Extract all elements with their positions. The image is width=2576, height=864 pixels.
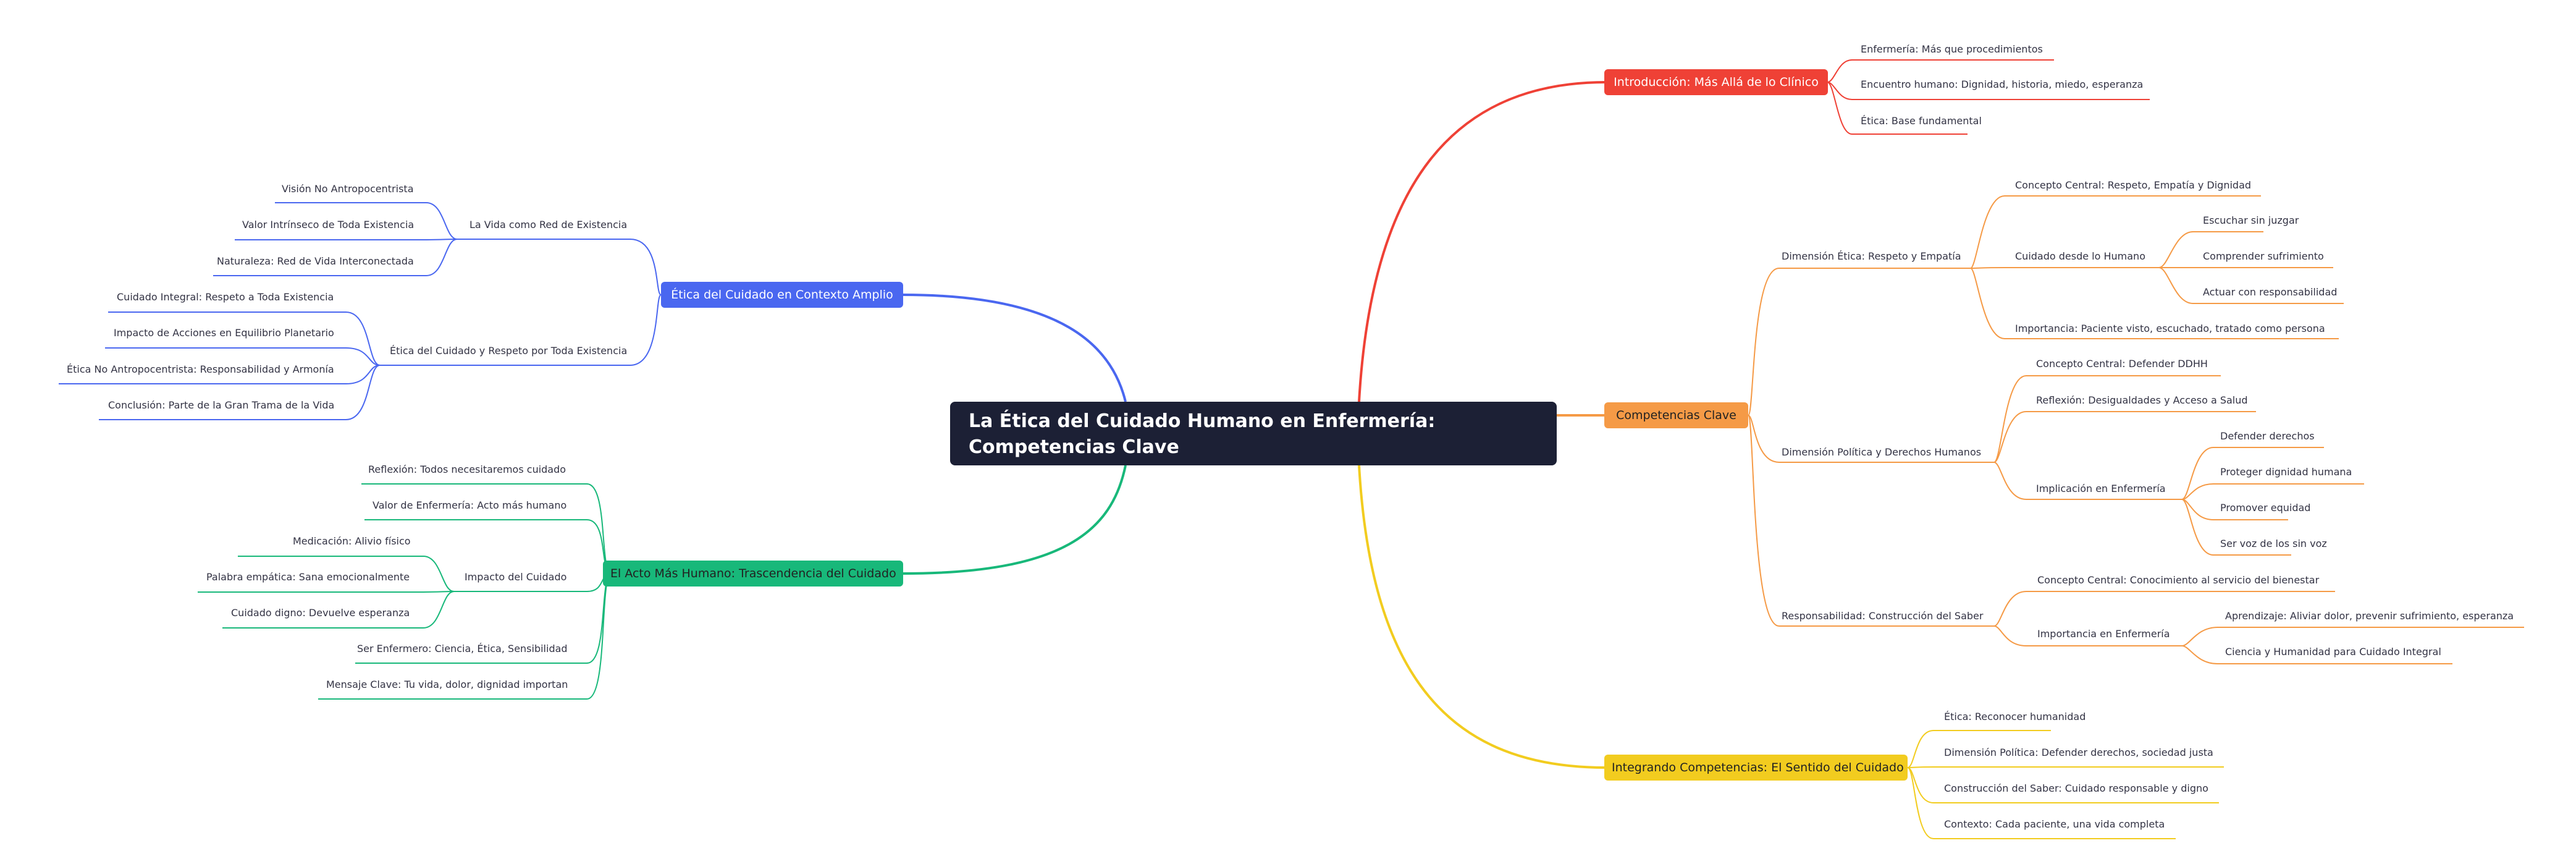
leaf-acto-mensaje[interactable]: Mensaje Clave: Tu vida, dolor, dignidad … bbox=[326, 679, 568, 690]
node-saber-importancia[interactable]: Importancia en Enfermería bbox=[2037, 628, 2170, 640]
leaf-cuidado-3[interactable]: Actuar con responsabilidad bbox=[2203, 286, 2338, 298]
root-topic[interactable]: La Ética del Cuidado Humano en Enfermerí… bbox=[950, 402, 1557, 465]
leaf-intro-2[interactable]: Encuentro humano: Dignidad, historia, mi… bbox=[1861, 78, 2144, 90]
leaf-acto-ser[interactable]: Ser Enfermero: Ciencia, Ética, Sensibili… bbox=[357, 643, 568, 654]
node-vida-red[interactable]: La Vida como Red de Existencia bbox=[469, 219, 628, 231]
leaf-intro-1[interactable]: Enfermería: Más que procedimientos bbox=[1861, 43, 2043, 55]
leaf-integrando-1[interactable]: Ética: Reconocer humanidad bbox=[1944, 711, 2086, 722]
leaf-acto-valor[interactable]: Valor de Enfermería: Acto más humano bbox=[373, 499, 567, 511]
leaf-red-2[interactable]: Valor Intrínseco de Toda Existencia bbox=[242, 219, 415, 231]
leaf-saber-1[interactable]: Aprendizaje: Aliviar dolor, prevenir suf… bbox=[2225, 610, 2514, 622]
leaf-cuidado-1[interactable]: Escuchar sin juzgar bbox=[2203, 214, 2299, 226]
leaf-cuidado-2[interactable]: Comprender sufrimiento bbox=[2203, 250, 2324, 262]
leaf-red-3[interactable]: Naturaleza: Red de Vida Interconectada bbox=[217, 255, 414, 267]
leaf-respeto-2[interactable]: Impacto de Acciones en Equilibrio Planet… bbox=[114, 327, 334, 339]
leaf-impacto-3[interactable]: Cuidado digno: Devuelve esperanza bbox=[231, 607, 410, 619]
branch-competencias[interactable]: Competencias Clave bbox=[1604, 402, 1748, 428]
leaf-politica-concepto[interactable]: Concepto Central: Defender DDHH bbox=[2036, 358, 2208, 370]
leaf-respeto-1[interactable]: Cuidado Integral: Respeto a Toda Existen… bbox=[117, 291, 334, 303]
leaf-impacto-1[interactable]: Medicación: Alivio físico bbox=[293, 535, 411, 547]
branch-acto-humano[interactable]: El Acto Más Humano: Trascendencia del Cu… bbox=[603, 561, 903, 587]
node-dimension-politica[interactable]: Dimensión Política y Derechos Humanos bbox=[1782, 446, 1982, 458]
node-impacto-cuidado[interactable]: Impacto del Cuidado bbox=[465, 571, 567, 583]
branch-introduccion[interactable]: Introducción: Más Allá de lo Clínico bbox=[1604, 69, 1828, 95]
leaf-implicacion-2[interactable]: Proteger dignidad humana bbox=[2220, 466, 2352, 478]
node-respeto-existencia[interactable]: Ética del Cuidado y Respeto por Toda Exi… bbox=[390, 345, 628, 357]
leaf-implicacion-1[interactable]: Defender derechos bbox=[2220, 430, 2315, 442]
leaf-implicacion-3[interactable]: Promover equidad bbox=[2220, 502, 2311, 514]
leaf-respeto-4[interactable]: Conclusión: Parte de la Gran Trama de la… bbox=[108, 399, 335, 411]
leaf-politica-reflexion[interactable]: Reflexión: Desigualdades y Acceso a Salu… bbox=[2036, 394, 2248, 406]
leaf-integrando-2[interactable]: Dimensión Política: Defender derechos, s… bbox=[1944, 747, 2213, 758]
leaf-intro-3[interactable]: Ética: Base fundamental bbox=[1861, 115, 1982, 127]
leaf-etica-concepto[interactable]: Concepto Central: Respeto, Empatía y Dig… bbox=[2015, 179, 2252, 191]
leaf-respeto-3[interactable]: Ética No Antropocentrista: Responsabilid… bbox=[67, 363, 334, 375]
branch-integrando[interactable]: Integrando Competencias: El Sentido del … bbox=[1604, 755, 1908, 781]
node-cuidado-humano[interactable]: Cuidado desde lo Humano bbox=[2015, 250, 2145, 262]
leaf-integrando-3[interactable]: Construcción del Saber: Cuidado responsa… bbox=[1944, 782, 2208, 794]
node-dimension-etica[interactable]: Dimensión Ética: Respeto y Empatía bbox=[1782, 250, 1961, 262]
leaf-saber-concepto[interactable]: Concepto Central: Conocimiento al servic… bbox=[2037, 574, 2320, 586]
leaf-saber-2[interactable]: Ciencia y Humanidad para Cuidado Integra… bbox=[2225, 646, 2441, 658]
leaf-red-1[interactable]: Visión No Antropocentrista bbox=[282, 183, 414, 195]
leaf-etica-importancia[interactable]: Importancia: Paciente visto, escuchado, … bbox=[2015, 323, 2325, 334]
leaf-acto-reflexion[interactable]: Reflexión: Todos necesitaremos cuidado bbox=[368, 464, 566, 475]
leaf-impacto-2[interactable]: Palabra empática: Sana emocionalmente bbox=[206, 571, 410, 583]
branch-contexto-amplio[interactable]: Ética del Cuidado en Contexto Amplio bbox=[661, 282, 903, 308]
node-construccion-saber[interactable]: Responsabilidad: Construcción del Saber bbox=[1782, 610, 1984, 622]
leaf-implicacion-4[interactable]: Ser voz de los sin voz bbox=[2220, 538, 2327, 549]
leaf-integrando-4[interactable]: Contexto: Cada paciente, una vida comple… bbox=[1944, 818, 2165, 830]
node-implicacion[interactable]: Implicación en Enfermería bbox=[2036, 483, 2166, 494]
